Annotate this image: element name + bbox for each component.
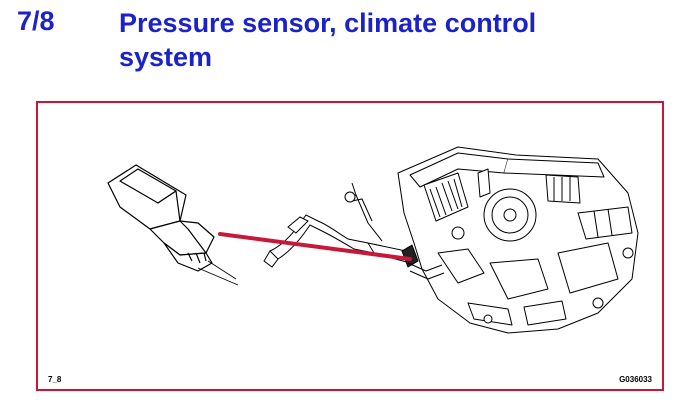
pressure-sensor-illustration: [107, 164, 239, 286]
pointer-line: [218, 232, 412, 261]
section-title-line2: system: [119, 42, 213, 72]
figure-frame: 7_8 G036033: [36, 101, 664, 391]
figure-label-left: 7_8: [48, 375, 62, 384]
section-title-line1: Pressure sensor, climate control: [119, 8, 537, 38]
figure-illustration: [107, 146, 639, 334]
climate-unit-illustration: [397, 146, 639, 334]
section-number: 7/8: [17, 6, 55, 36]
figure-label-right: G036033: [619, 375, 652, 384]
section-title: Pressure sensor, climate control system: [119, 6, 639, 74]
